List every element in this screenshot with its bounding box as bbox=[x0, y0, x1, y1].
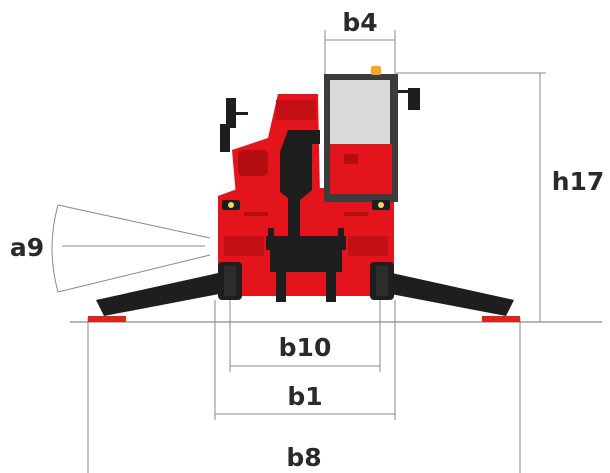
left-mirror-lower bbox=[220, 124, 230, 152]
left-stabilizer-arm bbox=[96, 270, 240, 316]
cab-glass bbox=[330, 80, 390, 144]
stabilizer-arms bbox=[88, 270, 520, 322]
label-h17: h17 bbox=[552, 167, 605, 196]
label-b1: b1 bbox=[287, 382, 322, 411]
label-b4: b4 bbox=[342, 8, 377, 37]
dimension-lines bbox=[51, 30, 548, 473]
right-stabilizer-pad bbox=[482, 316, 520, 322]
fork-carriage bbox=[266, 236, 346, 250]
boom bbox=[280, 130, 312, 240]
right-mirror bbox=[408, 88, 420, 110]
right-stabilizer-arm bbox=[370, 270, 514, 316]
label-a9: a9 bbox=[10, 233, 44, 262]
label-b10: b10 bbox=[279, 333, 332, 362]
beacon-light bbox=[371, 66, 381, 75]
telehandler-machine bbox=[218, 66, 420, 302]
label-b8: b8 bbox=[286, 443, 321, 472]
left-stabilizer-pad bbox=[88, 316, 126, 322]
left-mirror-upper bbox=[226, 98, 236, 128]
